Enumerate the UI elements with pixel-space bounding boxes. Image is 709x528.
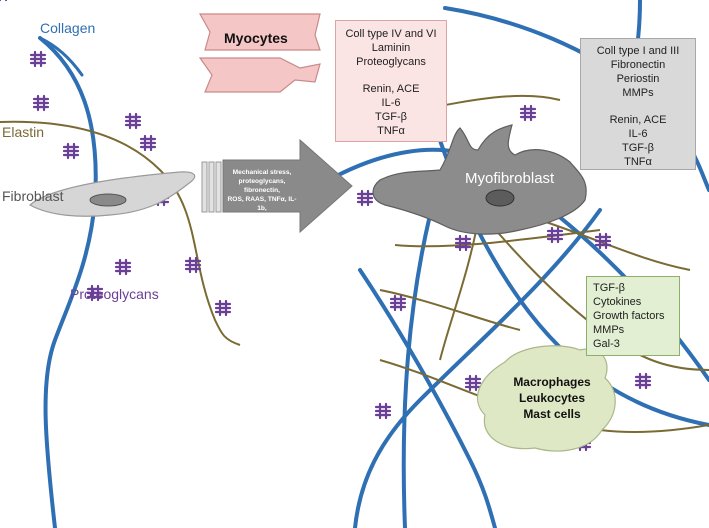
proteoglycan-icon: [389, 294, 407, 312]
myocyte-box-line: Laminin: [371, 42, 411, 54]
fibroblast-nucleus: [89, 193, 127, 207]
proteoglycan-icon: [519, 104, 537, 122]
elastin-label: Elastin: [2, 124, 45, 140]
myofibroblast-box-line: Renin, ACE: [609, 114, 667, 126]
immune-cell-name: Mast cells: [523, 407, 581, 421]
proteoglycans-label: Proteoglycans: [70, 286, 159, 302]
collagen-fiber-right-6: [401, 213, 432, 528]
immune-products-box: TGF-β Cytokines Growth factors MMPs Gal-…: [586, 276, 680, 356]
myofibroblast-box-line: Coll type I and III: [596, 45, 680, 57]
fibroblast-cell: [28, 171, 196, 217]
myocyte-box-line: TGF-β: [375, 111, 407, 123]
proteoglycan-icon: [454, 234, 472, 252]
elastin-fiber-right-b: [394, 229, 601, 248]
myocyte-products-box: Coll type IV and VI Laminin Proteoglycan…: [335, 20, 447, 142]
proteoglycan-icon: [356, 189, 374, 207]
proteoglycan-icon: [184, 256, 202, 274]
transition-arrow: [201, 138, 353, 234]
collagen-fiber-left: [38, 36, 98, 528]
myofibroblast-nucleus: [485, 189, 515, 207]
collagen-fiber-left-head: [38, 36, 84, 77]
proteoglycan-icon: [114, 258, 132, 276]
elastin-fiber-right-g: [539, 219, 691, 271]
arrow-text-line: TGFβ, PDGF: [242, 214, 282, 221]
immune-cell-name: Macrophages: [513, 375, 591, 389]
proteoglycan-icon: [214, 299, 232, 317]
arrow-text-line: Mechanical stress,: [232, 169, 292, 176]
myocytes-label: Myocytes: [224, 30, 288, 46]
elastin-fiber-left: [0, 120, 241, 346]
myocyte-box-line: Coll type IV and VI: [345, 28, 437, 40]
myofibroblast-box-line: TGF-β: [622, 142, 654, 154]
immune-box-line: Growth factors: [593, 310, 665, 322]
arrow-text-line: proteoglycans, fibronectin,: [238, 178, 286, 194]
immune-cells-shape: [476, 345, 616, 452]
myofibroblast-label: Myofibroblast: [465, 170, 555, 187]
proteoglycan-icon: [62, 142, 80, 160]
myofibroblast-box-line: Periostin: [616, 73, 660, 85]
myofibroblast-cell: [372, 124, 587, 235]
immune-box-line: Cytokines: [593, 296, 642, 308]
immune-cell-name: Leukocytes: [518, 391, 586, 405]
myofibroblast-box-line: TNFα: [624, 156, 652, 168]
proteoglycan-icon: [634, 372, 652, 390]
myofibroblast-products-box: Coll type I and III Fibronectin Periosti…: [580, 38, 696, 170]
myofibroblast-box-line: IL-6: [628, 128, 648, 140]
immune-box-line: Gal-3: [593, 338, 620, 350]
proteoglycan-icon: [594, 232, 612, 250]
proteoglycan-icon: [139, 134, 157, 152]
proteoglycan-icon: [546, 226, 564, 244]
immune-cells-label: Macrophages Leukocytes Mast cells: [500, 374, 604, 422]
myofibroblast-box-line: MMPs: [622, 87, 654, 99]
collagen-label: Collagen: [40, 20, 96, 36]
proteoglycan-icon: [29, 50, 47, 68]
myocytes-shape: [198, 13, 321, 93]
immune-box-line: TGF-β: [593, 282, 625, 294]
arrow-stimuli-text: Mechanical stress, proteoglycans, fibron…: [224, 168, 300, 222]
proteoglycan-icon: [124, 112, 142, 130]
proteoglycan-icon: [374, 402, 392, 420]
proteoglycan-icon: [464, 374, 482, 392]
myocyte-box-line: Proteoglycans: [356, 56, 426, 68]
collagen-fiber-right-5: [358, 268, 497, 528]
myofibroblast-box-line: Fibronectin: [610, 59, 666, 71]
immune-box-line: MMPs: [593, 324, 625, 336]
myocyte-box-line: Renin, ACE: [362, 83, 420, 95]
proteoglycan-icon: [32, 94, 50, 112]
myocyte-box-line: IL-6: [381, 97, 401, 109]
fibroblast-label: Fibroblast: [2, 188, 64, 204]
myocyte-box-line: TNFα: [377, 125, 405, 137]
arrow-text-line: ROS, RAAS, TNFα, IL-1b,: [227, 196, 297, 212]
